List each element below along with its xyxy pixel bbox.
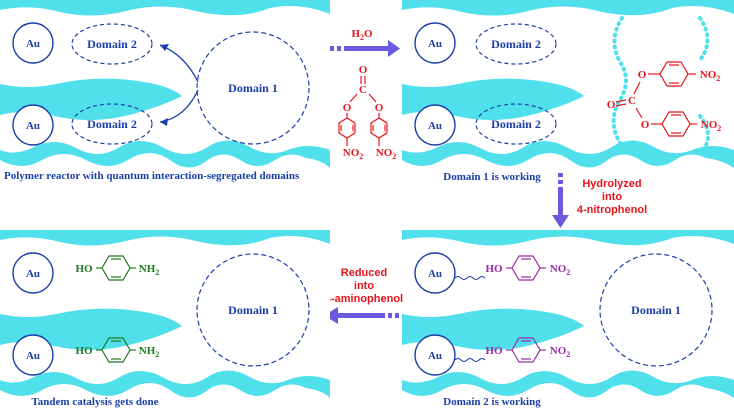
left-arrow-group: Reduced into 4-aminophenol: [324, 267, 403, 324]
no2-upper: NO2: [700, 69, 721, 83]
au-label: Au: [26, 268, 40, 280]
hydrolyzed-product: 4-nitrophenol: [577, 204, 647, 216]
au-label: Au: [428, 268, 442, 280]
domain2-ellipse: [71, 103, 153, 145]
reduced-product: 4-aminophenol: [325, 293, 403, 305]
channel-top-right: [402, 6, 734, 154]
domain1-label: Domain 1: [228, 303, 278, 317]
au-label: Au: [26, 350, 40, 362]
carbonate-o-right: O: [375, 102, 384, 114]
no2-lower: NO2: [701, 119, 722, 133]
au-particle: [414, 334, 456, 376]
caption-top-left: Polymer reactor with quantum interaction…: [4, 170, 300, 182]
domain2-ellipse: [71, 23, 153, 65]
domain2-label: Domain 2: [87, 117, 137, 131]
au-particle: [414, 104, 456, 146]
domain2-label: Domain 2: [87, 37, 137, 51]
au-particle: [12, 252, 54, 294]
no2-right: NO2: [376, 147, 397, 161]
caption-bottom-left: Tandem catalysis gets done: [31, 396, 158, 408]
domain1-label: Domain 1: [228, 81, 278, 95]
svg-text:HO: HO: [75, 263, 93, 275]
reduced-label: Reduced: [341, 267, 387, 279]
o-carbonyl: O: [607, 99, 616, 111]
svg-text:HO: HO: [485, 345, 503, 357]
au-label: Au: [26, 38, 40, 50]
domain1-dotted-outline-right-low: [698, 114, 710, 154]
domain1-dotted-outline: [611, 16, 628, 152]
domain1-circle: [196, 31, 310, 145]
o-lower: O: [641, 119, 650, 131]
aminophenol-upper: HO NH2: [75, 255, 160, 281]
panel-top-left: Au Domain 2 Au Domain 2 Domain 1 Polymer…: [0, 0, 330, 182]
au-label: Au: [428, 38, 442, 50]
au-label: Au: [428, 350, 442, 362]
top-arrow-group: H2O: [330, 28, 400, 57]
aminophenol-lower: HO NH2: [75, 337, 160, 363]
carbonate-molecule: O C O O NO2 NO2: [338, 64, 397, 161]
au-particle: [414, 22, 456, 64]
down-arrow-group: Hydrolyzed into 4-nitrophenol: [552, 173, 647, 228]
arrow-left-head: [324, 307, 338, 324]
reduced-into: into: [354, 280, 374, 292]
arrow-right-head: [388, 40, 400, 57]
carbonate-c: C: [359, 84, 367, 96]
domain1-label: Domain 1: [631, 303, 681, 317]
carbonate-in-domain1: O NO2 C O O NO2: [607, 61, 722, 137]
panel-bottom-right: Au Au Domain 1 HO NO2 HO NO2 Domain 2 i: [402, 230, 734, 408]
domain2-label: Domain 2: [491, 117, 541, 131]
domain2-ellipse: [475, 23, 557, 65]
h2o-label: H2O: [351, 28, 373, 42]
svg-text:NH2: NH2: [139, 345, 160, 359]
nitrophenol-lower: HO NO2: [485, 337, 571, 363]
carbonate-c-right: C: [628, 95, 636, 107]
svg-text:HO: HO: [485, 263, 503, 275]
au-particle: [414, 252, 456, 294]
domain1-dotted-outline-right: [698, 16, 710, 62]
panel-bottom-left: Au Au Domain 1 HO NH2 HO NH2 Tandem cata…: [0, 230, 330, 408]
caption-top-right: Domain 1 is working: [443, 171, 541, 183]
hydrolyzed-into: into: [602, 191, 622, 203]
carbonate-o-top: O: [359, 64, 368, 76]
au-label: Au: [428, 120, 442, 132]
caption-bottom-right: Domain 2 is working: [443, 396, 541, 408]
wavy-linker: [454, 276, 486, 280]
au-particle: [12, 334, 54, 376]
wavy-linker: [454, 358, 486, 362]
o-upper: O: [638, 69, 647, 81]
svg-text:NO2: NO2: [550, 263, 571, 277]
domain2-ellipse: [475, 103, 557, 145]
no2-left: NO2: [343, 147, 364, 161]
nitrophenol-upper: HO NO2: [485, 255, 571, 281]
svg-text:HO: HO: [75, 345, 93, 357]
svg-text:NO2: NO2: [550, 345, 571, 359]
au-particle: [12, 104, 54, 146]
carbonate-o-left: O: [343, 102, 352, 114]
au-particle: [12, 22, 54, 64]
hydrolyzed-label: Hydrolyzed: [582, 178, 641, 190]
domain1-circle: [599, 253, 713, 367]
arrow-down-head: [552, 215, 569, 228]
panel-top-right: Au Domain 2 Au Domain 2 O NO2 C O O: [402, 0, 734, 183]
domain1-circle: [196, 253, 310, 367]
domain2-label: Domain 2: [491, 37, 541, 51]
svg-text:NH2: NH2: [139, 263, 160, 277]
au-label: Au: [26, 120, 40, 132]
